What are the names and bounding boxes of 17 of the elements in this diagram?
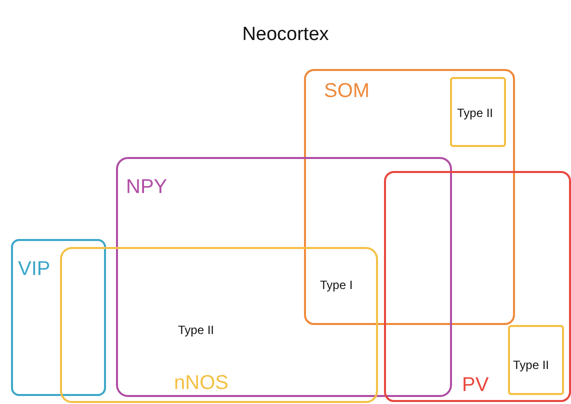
group-label: nNOS [174,373,228,393]
subtype-label: Type II [457,107,494,119]
subtype-label: Type II [513,359,550,371]
group-box [11,239,106,396]
group-label: NPY [126,177,168,197]
group-label: SOM [324,81,370,101]
group-label: VIP [18,259,50,279]
group-box [304,69,515,325]
group-box [60,247,378,403]
group-label: PV [462,375,489,395]
subtype-box [450,77,506,147]
diagram-title: Neocortex [241,24,330,46]
group-box [116,157,452,397]
subtype-label: Type I [320,279,353,291]
group-box [384,171,571,402]
subtype-box [508,325,564,395]
subtype-label: Type II [178,324,214,336]
